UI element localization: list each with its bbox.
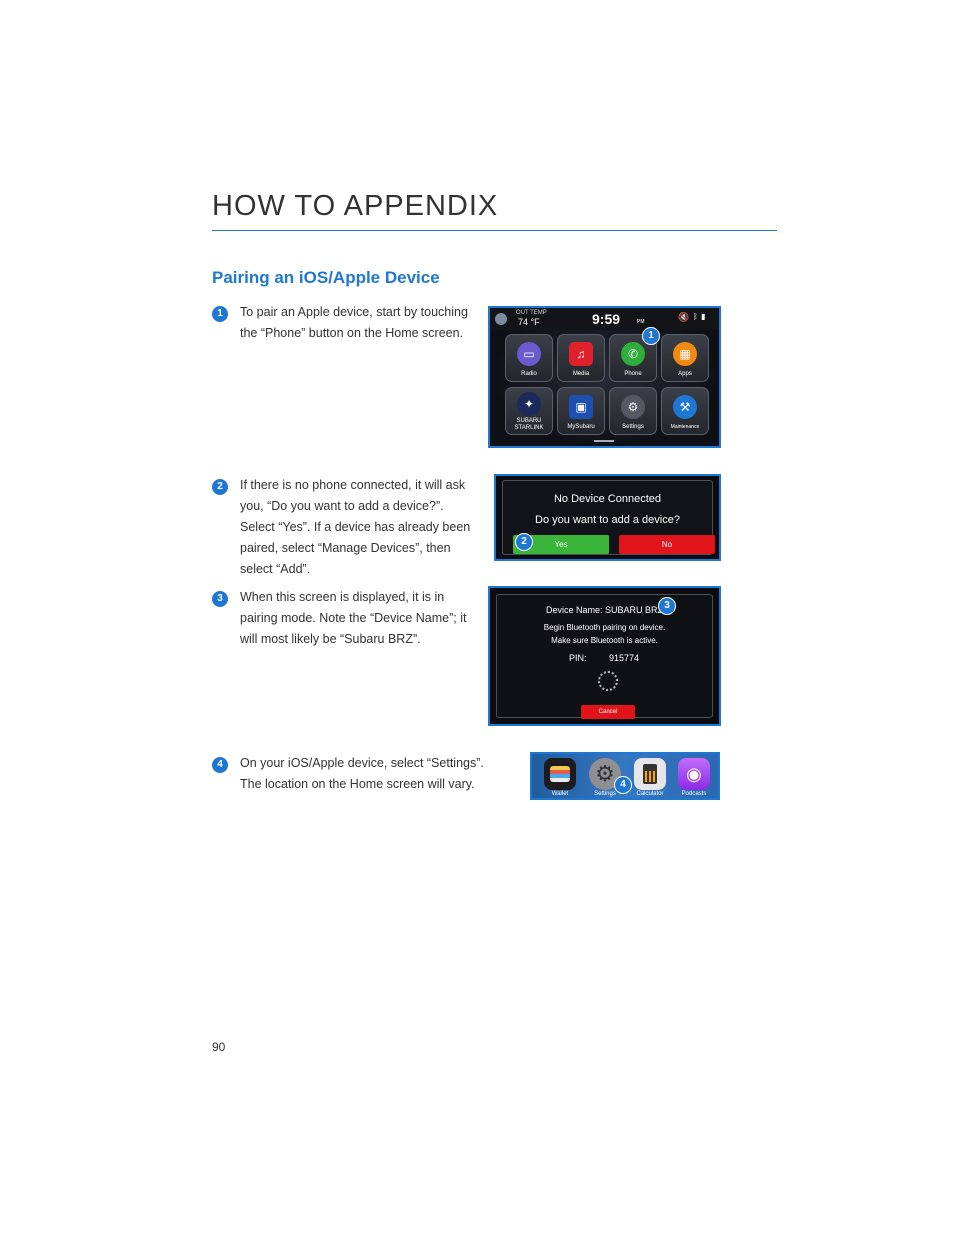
device-name-text: Device Name: SUBARU BRZ	[545, 605, 664, 615]
ios-home-screenshot: Wallet ⚙ Settings Calculator ◉ Podcasts …	[530, 752, 720, 800]
radio-icon: ▭	[517, 342, 541, 366]
pin-label: PIN:	[569, 653, 587, 663]
pairing-instruction-1: Begin Bluetooth pairing on device.	[543, 623, 666, 632]
tile-label: Maintenance	[670, 424, 700, 430]
tile-label: Media	[572, 371, 590, 377]
tile-mysubaru[interactable]: ▣ MySubaru	[557, 387, 605, 435]
mute-icon: 🔇	[678, 312, 690, 322]
tile-radio[interactable]: ▭ Radio	[505, 334, 553, 382]
subaru-logo-icon	[495, 313, 507, 325]
gear-icon: ⚙	[621, 395, 645, 419]
settings-gear-icon[interactable]: ⚙	[589, 758, 621, 790]
cancel-button[interactable]: Cancel	[581, 705, 635, 719]
tile-label: Apps	[678, 371, 692, 377]
tile-media[interactable]: ♫ Media	[557, 334, 605, 382]
clock-ampm: PM	[637, 319, 645, 325]
bluetooth-icon: ᛒ	[693, 312, 698, 321]
app-label-settings: Settings	[594, 791, 616, 797]
tile-settings[interactable]: ⚙ Settings	[609, 387, 657, 435]
dialog-title: No Device Connected	[553, 493, 661, 505]
pairing-instruction-2: Make sure Bluetooth is active.	[551, 636, 658, 645]
apps-icon: ▦	[673, 342, 697, 366]
section-title: Pairing an iOS/Apple Device	[212, 268, 440, 287]
calculator-icon[interactable]	[634, 758, 666, 790]
step-text-2: If there is no phone connected, it will …	[240, 478, 471, 576]
page-header-title: HOW TO APPENDIX	[212, 190, 499, 222]
dialog-question: Do you want to add a device?	[535, 514, 680, 526]
app-label-calculator: Calculator	[636, 791, 664, 797]
out-temp-value: 74 °F	[518, 317, 540, 327]
step-number-1: 1	[212, 306, 228, 322]
no-button[interactable]: No	[619, 535, 715, 554]
mysubaru-icon: ▣	[569, 395, 593, 419]
header-divider	[212, 230, 777, 231]
home-screen-body: ▭ Radio ♫ Media ✆ Phone ▦ Apps ✦ SUBARU …	[490, 330, 719, 446]
tile-starlink[interactable]: ✦ SUBARU STARLINK	[505, 387, 553, 435]
callout-badge-1: 1	[642, 327, 660, 345]
yes-button[interactable]: Yes	[513, 535, 609, 554]
loading-spinner-icon	[598, 671, 618, 691]
no-device-dialog: No Device Connected Do you want to add a…	[502, 480, 715, 555]
tile-maintenance[interactable]: ⚒ Maintenance	[661, 387, 709, 435]
no-device-screenshot: No Device Connected Do you want to add a…	[494, 474, 721, 561]
callout-badge-2: 2	[515, 533, 533, 551]
tile-label: MySubaru	[567, 424, 595, 430]
step-number-2: 2	[212, 479, 228, 495]
app-label-wallet: Wallet	[551, 791, 569, 797]
clock-time: 9:59	[592, 311, 621, 327]
wallet-icon[interactable]	[544, 758, 576, 790]
battery-icon: ▮	[701, 312, 706, 321]
media-icon: ♫	[569, 342, 593, 366]
step-text-4: On your iOS/Apple device, select “Settin…	[240, 756, 484, 791]
callout-badge-3: 3	[658, 597, 676, 615]
phone-icon: ✆	[621, 342, 645, 366]
step-number-4: 4	[212, 757, 228, 773]
out-temp-label: OUT TEMP	[516, 310, 547, 316]
app-label-podcasts: Podcasts	[681, 791, 707, 797]
step-text-1: To pair an Apple device, start by touchi…	[240, 305, 468, 340]
step-number-3: 3	[212, 591, 228, 607]
status-bar: OUT TEMP 74 °F 9:59 PM 🔇 ᛒ ▮	[490, 308, 719, 330]
tile-label: Radio	[521, 371, 537, 377]
tile-apps[interactable]: ▦ Apps	[661, 334, 709, 382]
page-number: 90	[212, 1040, 226, 1054]
pin-value: 915774	[609, 653, 640, 663]
podcasts-icon[interactable]: ◉	[678, 758, 710, 790]
page-indicator	[594, 440, 614, 442]
home-screen-screenshot: OUT TEMP 74 °F 9:59 PM 🔇 ᛒ ▮ ▭ Radio ♫ M…	[488, 306, 721, 448]
tile-label: Settings	[622, 424, 644, 430]
tile-label: Phone	[624, 371, 642, 377]
pairing-screenshot: Device Name: SUBARU BRZ Begin Bluetooth …	[488, 586, 721, 726]
step-text-3: When this screen is displayed, it is in …	[240, 590, 467, 646]
tile-label: SUBARU STARLINK	[514, 418, 544, 431]
starlink-icon: ✦	[517, 392, 541, 416]
wrench-icon: ⚒	[673, 395, 697, 419]
callout-badge-4: 4	[614, 776, 632, 794]
pairing-dialog: Device Name: SUBARU BRZ Begin Bluetooth …	[496, 594, 713, 719]
